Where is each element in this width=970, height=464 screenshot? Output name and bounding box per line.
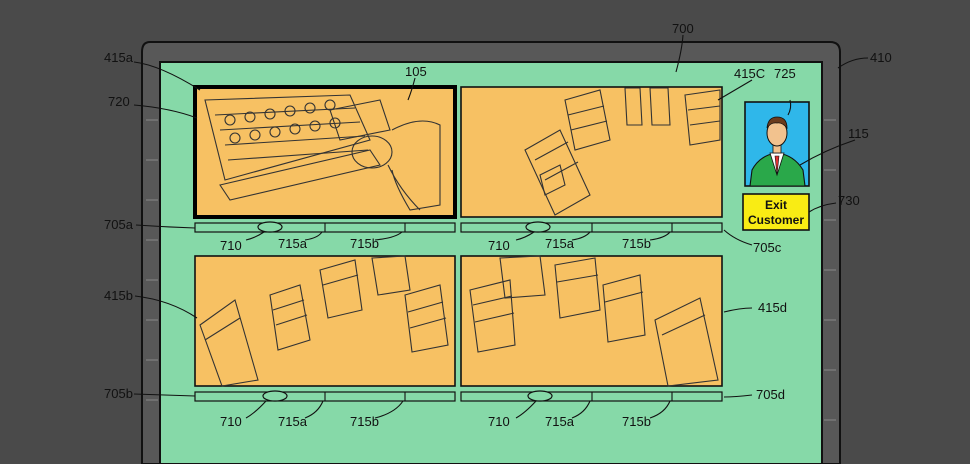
customer-figure xyxy=(351,120,441,211)
label-feed-b: 415b xyxy=(104,288,133,303)
label-marker-d: 710 xyxy=(488,414,510,429)
label-segment-a-b: 715a xyxy=(278,414,308,429)
label-segment-a-c: 715a xyxy=(545,236,575,251)
timeline-a[interactable] xyxy=(194,221,456,233)
customer-photo[interactable] xyxy=(744,101,810,187)
marker-b[interactable] xyxy=(262,390,288,402)
label-employee: 115 xyxy=(848,126,869,141)
timeline-b[interactable] xyxy=(194,390,456,402)
label-display: 700 xyxy=(672,21,694,36)
camera-feed-c[interactable] xyxy=(460,86,723,218)
label-timeline-d: 705d xyxy=(756,387,785,402)
shelf-sketch-a xyxy=(204,94,391,201)
reference-labels: 700 410 415a 720 105 415C 725 115 730 70… xyxy=(104,21,892,429)
label-customer-photo: 725 xyxy=(774,66,796,81)
label-timeline-a: 705a xyxy=(104,217,134,232)
camera-feed-a[interactable] xyxy=(193,85,457,219)
label-marker-a: 710 xyxy=(220,238,242,253)
label-monitor: 410 xyxy=(870,50,892,65)
timeline-c[interactable] xyxy=(460,221,723,233)
exit-button-line2: Customer xyxy=(748,213,804,227)
person-figure xyxy=(749,116,806,187)
label-segment-a-a: 715a xyxy=(278,236,308,251)
leader-lines xyxy=(133,34,869,419)
camera-feed-d[interactable] xyxy=(460,255,723,387)
label-customer: 105 xyxy=(405,64,427,79)
shelf-sketch-b xyxy=(199,255,449,387)
label-exit-button: 730 xyxy=(838,193,860,208)
marker-a[interactable] xyxy=(257,221,283,233)
label-feed-a: 415a xyxy=(104,50,134,65)
label-segment-b-c: 715b xyxy=(622,236,651,251)
shelf-sketch-d xyxy=(469,255,719,387)
timeline-d[interactable] xyxy=(460,390,723,402)
label-marker-c: 710 xyxy=(488,238,510,253)
label-feed-d: 415d xyxy=(758,300,787,315)
exit-button-line1: Exit xyxy=(765,198,787,212)
camera-feed-b[interactable] xyxy=(194,255,456,387)
exit-customer-button[interactable]: Exit Customer xyxy=(742,193,810,231)
label-segment-b-b: 715b xyxy=(350,414,379,429)
label-segment-b-a: 715b xyxy=(350,236,379,251)
label-segment-b-d: 715b xyxy=(622,414,651,429)
label-marker-b: 710 xyxy=(220,414,242,429)
label-timeline-c: 705c xyxy=(753,240,782,255)
label-feed-c: 415C xyxy=(734,66,765,81)
marker-d[interactable] xyxy=(527,390,553,402)
label-timeline-b: 705b xyxy=(104,386,133,401)
label-selection: 720 xyxy=(108,94,130,109)
label-segment-a-d: 715a xyxy=(545,414,575,429)
shelf-sketch-c xyxy=(524,87,721,216)
marker-c[interactable] xyxy=(525,221,551,233)
